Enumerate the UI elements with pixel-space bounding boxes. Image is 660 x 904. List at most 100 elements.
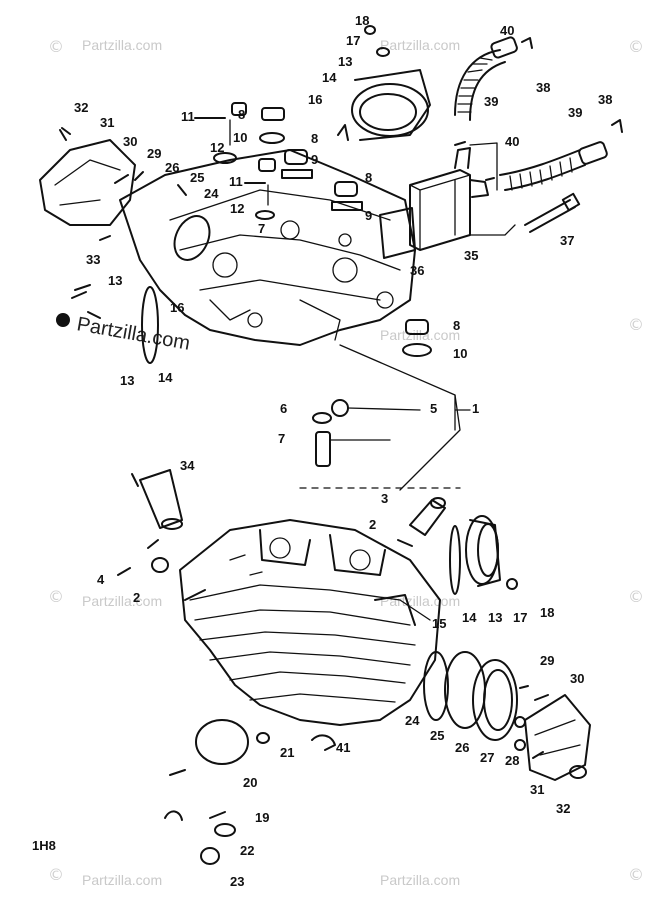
callout-number: 25 <box>430 728 444 743</box>
breather-hose-39-right <box>499 149 586 191</box>
breather-hose-39-top <box>454 49 506 121</box>
valve-cap-8-9-upper <box>213 102 363 220</box>
callout-number: 9 <box>365 208 372 223</box>
callout-number: 12 <box>210 140 224 155</box>
bolt-37 <box>524 192 581 233</box>
callout-number: 14 <box>158 370 173 385</box>
screws-29-30-upper <box>59 127 187 319</box>
callout-number: 5 <box>430 401 437 416</box>
callout-number: 17 <box>346 33 360 48</box>
callout-number: 41 <box>336 740 350 755</box>
callout-number: 13 <box>338 54 352 69</box>
hose-end-38-top <box>490 36 518 59</box>
callout-number: 28 <box>505 753 519 768</box>
callout-number: 36 <box>410 263 424 278</box>
partzilla-watermark-dark: Partzilla.com <box>56 313 192 355</box>
callout-number: 3 <box>381 491 388 506</box>
callout-number: 26 <box>455 740 469 755</box>
callout-number: 11 <box>181 109 195 124</box>
callout-number: 40 <box>500 23 514 38</box>
callout-number: 19 <box>255 810 269 825</box>
callout-number: 39 <box>568 105 582 120</box>
callout-number: 8 <box>365 170 372 185</box>
callout-number: 10 <box>453 346 467 361</box>
copyright-mark: © <box>48 37 64 56</box>
edge-watermarks: © © © © © © © Partzilla.com Partzilla.co… <box>48 37 644 888</box>
callout-number: 40 <box>505 134 519 149</box>
copyright-mark: © <box>48 587 64 606</box>
callout-number: 32 <box>74 100 88 115</box>
callout-number: 33 <box>86 252 100 267</box>
callout-number: 37 <box>560 233 574 248</box>
callout-number: 35 <box>464 248 478 263</box>
clips-40 <box>454 37 623 181</box>
callout-number: 13 <box>108 273 122 288</box>
callout-number: 24 <box>405 713 420 728</box>
callout-number: 14 <box>322 70 337 85</box>
intake-holder-13-top <box>351 69 431 141</box>
clamp-16 <box>337 25 390 141</box>
watermark-text: Partzilla.com <box>380 37 460 53</box>
callout-number: 13 <box>120 373 134 388</box>
valve-parts-5-6-7 <box>312 344 471 491</box>
callout-number: 29 <box>540 653 554 668</box>
seal-2-lower <box>117 539 413 576</box>
callout-number: 23 <box>230 874 244 889</box>
callout-number: 1 <box>472 401 479 416</box>
cam-cover-left <box>39 139 136 226</box>
callout-number: 38 <box>536 80 550 95</box>
watermark-text: Partzilla.com <box>82 593 162 609</box>
copyright-mark: © <box>628 37 644 56</box>
callout-number: 25 <box>190 170 204 185</box>
callout-number: 38 <box>598 92 612 107</box>
intake-holder-13-lower <box>449 515 518 595</box>
callout-number: 24 <box>204 186 219 201</box>
callout-number: 12 <box>230 201 244 216</box>
bolts-11 <box>194 117 269 206</box>
callout-number: 6 <box>280 401 287 416</box>
copyright-mark: © <box>628 865 644 884</box>
callout-number: 8 <box>238 107 245 122</box>
callout-number: 26 <box>165 160 179 175</box>
callout-number: 20 <box>243 775 257 790</box>
tube-3 <box>409 497 446 536</box>
gasket-24-upper <box>173 215 211 261</box>
callout-number: 31 <box>530 782 544 797</box>
callout-number: 18 <box>355 13 369 28</box>
callout-number: 13 <box>488 610 502 625</box>
callout-number: 30 <box>570 671 584 686</box>
callout-number: 17 <box>513 610 527 625</box>
callout-number: 8 <box>311 131 318 146</box>
copyright-mark: © <box>628 315 644 334</box>
callout-number: 30 <box>123 134 137 149</box>
watermark-text: Partzilla.com <box>380 593 460 609</box>
callout-number: 4 <box>97 572 105 587</box>
spark-plug-34 <box>131 469 183 530</box>
callout-number: 9 <box>311 152 318 167</box>
callout-number: 11 <box>229 174 243 189</box>
callout-number: 21 <box>280 745 294 760</box>
watermark-text-dark: Partzilla.com <box>75 313 192 355</box>
callout-number: 34 <box>180 458 195 473</box>
copyright-mark: © <box>628 587 644 606</box>
upper-cylinder-head <box>119 149 416 346</box>
callout-number: 2 <box>369 517 376 532</box>
callout-number: 14 <box>462 610 477 625</box>
callout-number: 29 <box>147 146 161 161</box>
copyright-mark: © <box>48 865 64 884</box>
leader-lines-upper <box>469 142 516 236</box>
corner-mark: 1H8 <box>32 838 56 853</box>
callout-number: 7 <box>258 221 265 236</box>
callout-number: 31 <box>100 115 114 130</box>
cam-cover-right <box>423 651 591 781</box>
watermark-text: Partzilla.com <box>380 872 460 888</box>
valve-cap-8-10-mid <box>402 319 432 357</box>
gasket-36 <box>379 207 416 259</box>
watermark-text: Partzilla.com <box>82 37 162 53</box>
callout-number: 22 <box>240 843 254 858</box>
callout-number: 39 <box>484 94 498 109</box>
gasket-20 <box>195 719 249 765</box>
